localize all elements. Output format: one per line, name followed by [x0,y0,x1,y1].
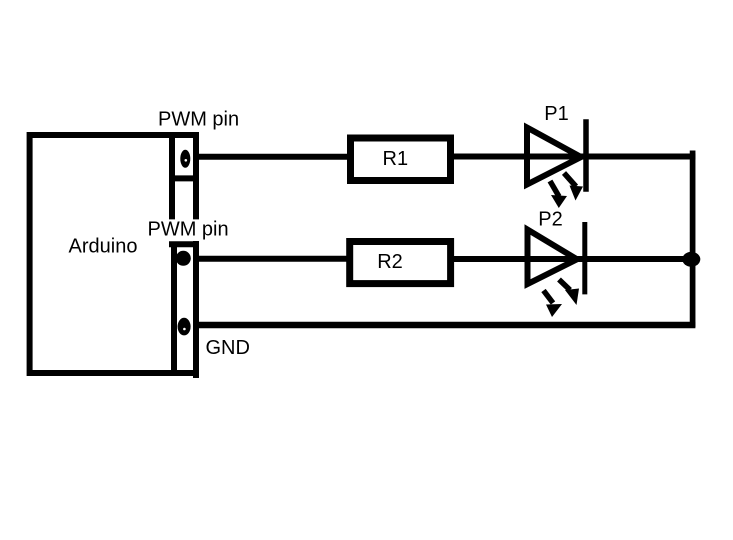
svg-text:P1: P1 [544,103,568,125]
svg-text:R1: R1 [383,148,409,170]
svg-text:PWM pin: PWM pin [148,219,229,241]
svg-text:GND: GND [206,337,250,359]
svg-text:PWM pin: PWM pin [158,109,239,131]
svg-text:P2: P2 [538,209,562,231]
svg-text:Arduino: Arduino [69,235,138,257]
svg-text:R2: R2 [377,251,403,273]
